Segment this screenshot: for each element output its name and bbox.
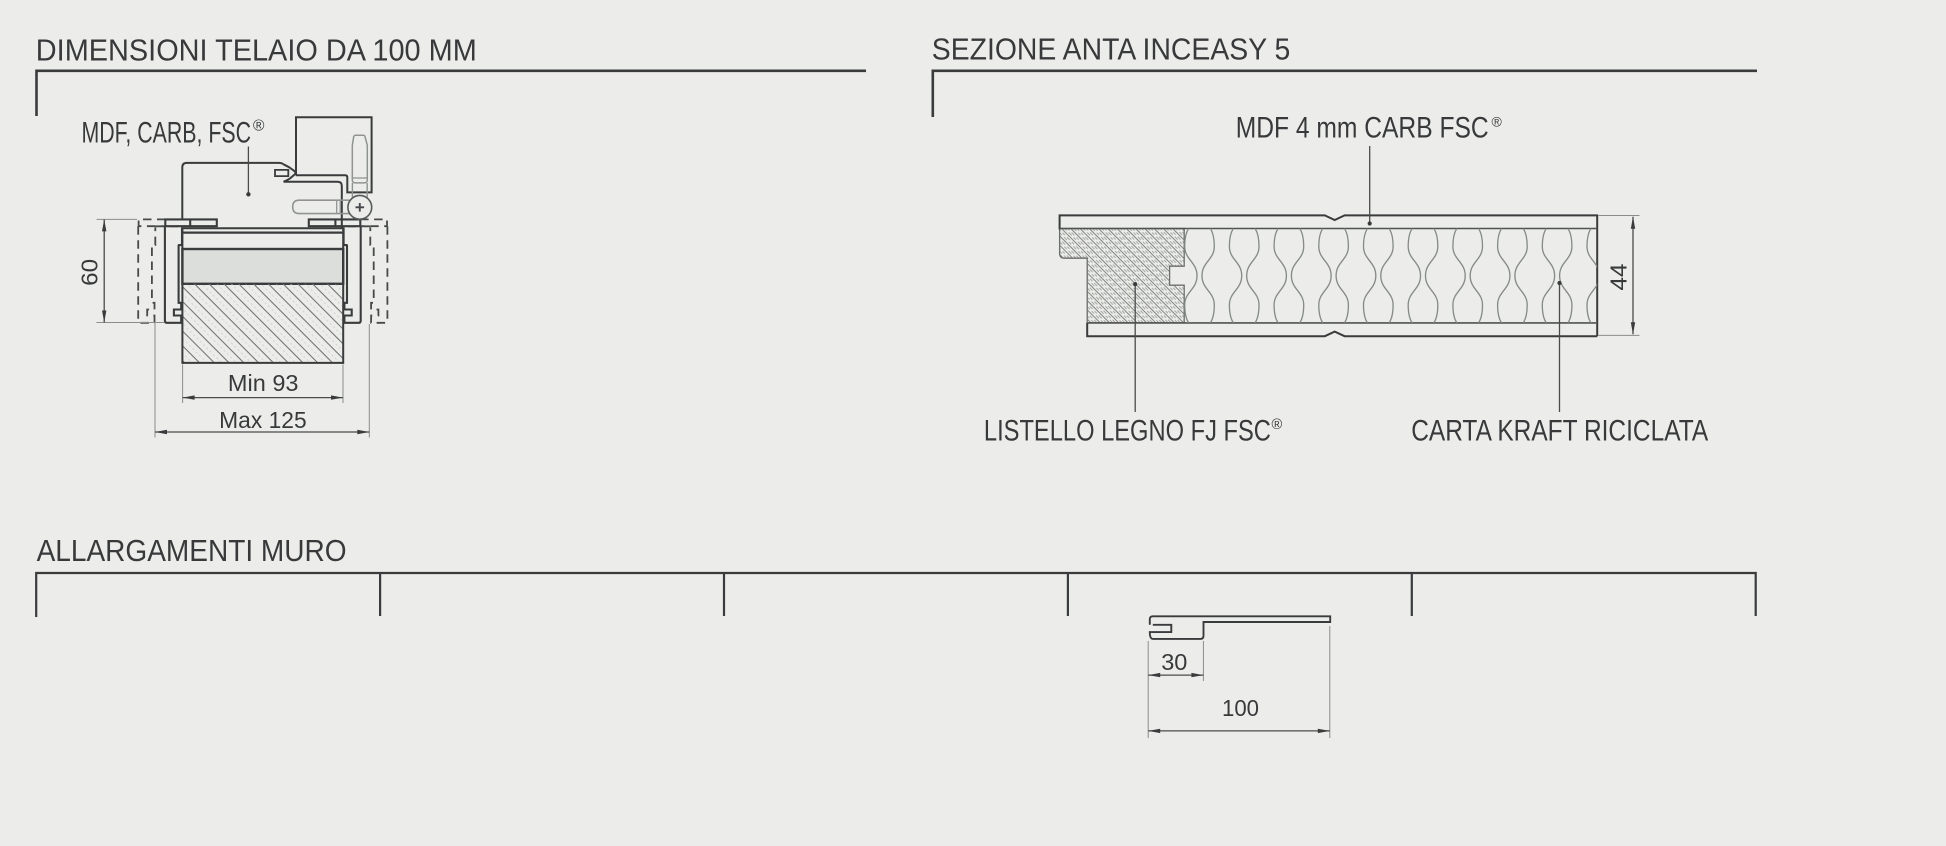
svg-text:60: 60: [77, 259, 103, 286]
svg-text:CARTA KRAFT RICICLATA: CARTA KRAFT RICICLATA: [1411, 414, 1708, 447]
svg-text:®: ®: [253, 118, 265, 135]
svg-text:MDF 4 mm CARB FSC: MDF 4 mm CARB FSC: [1236, 112, 1489, 145]
svg-text:®: ®: [1492, 114, 1503, 130]
svg-text:DIMENSIONI TELAIO DA 100 MM: DIMENSIONI TELAIO DA 100 MM: [36, 33, 477, 67]
svg-text:Min 93: Min 93: [228, 370, 299, 396]
svg-text:Max 125: Max 125: [219, 407, 307, 433]
svg-text:30: 30: [1161, 649, 1187, 675]
svg-text:ALLARGAMENTI MURO: ALLARGAMENTI MURO: [37, 534, 347, 568]
svg-text:SEZIONE ANTA INCEASY 5: SEZIONE ANTA INCEASY 5: [932, 33, 1291, 67]
svg-text:MDF, CARB, FSC: MDF, CARB, FSC: [82, 117, 252, 150]
svg-text:LISTELLO LEGNO FJ FSC: LISTELLO LEGNO FJ FSC: [984, 414, 1271, 447]
svg-text:®: ®: [1272, 417, 1283, 433]
svg-text:44: 44: [1606, 264, 1632, 291]
svg-text:100: 100: [1222, 695, 1259, 721]
